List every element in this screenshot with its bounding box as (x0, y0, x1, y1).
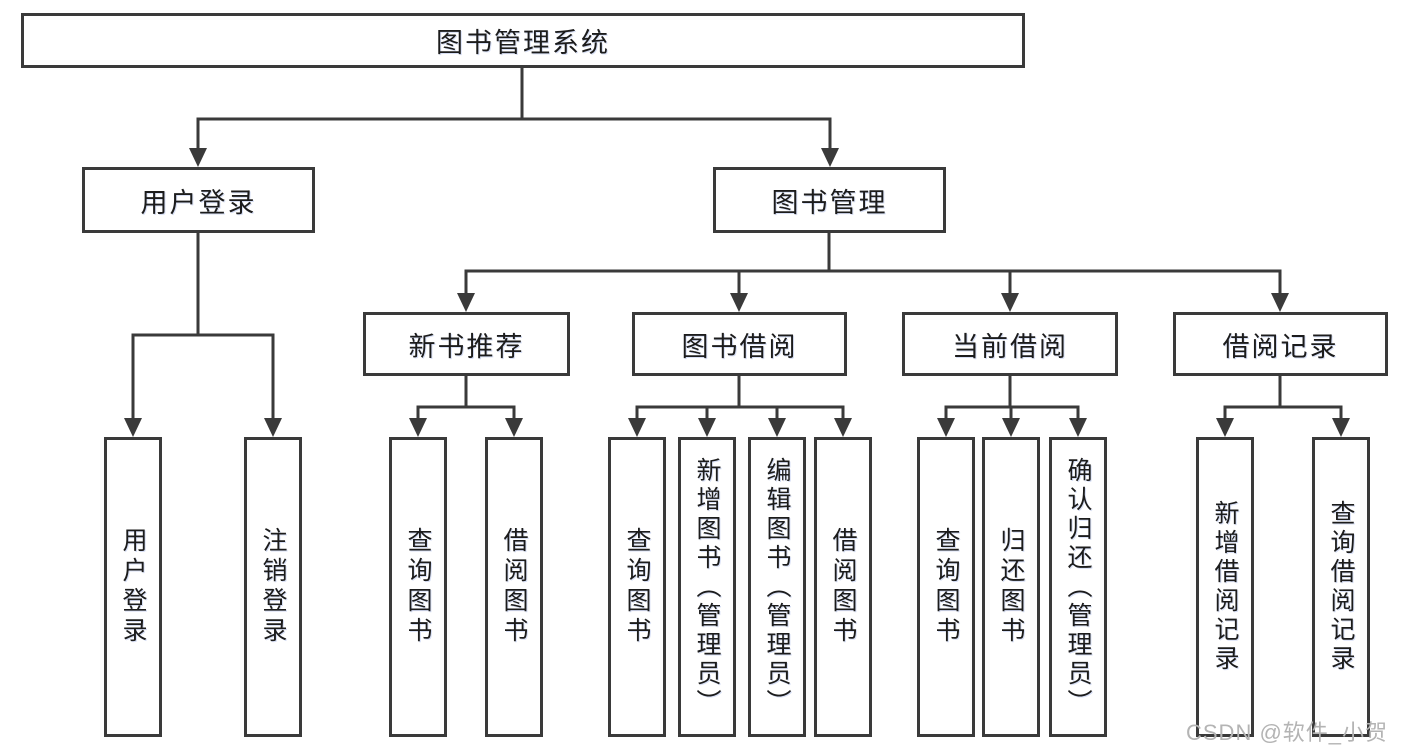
leaf-query-borrow-record: 查询借阅记录 (1312, 437, 1370, 737)
arrowhead (1271, 293, 1289, 312)
edges-book-management-to-level3 (457, 231, 1289, 312)
leaf-user-login: 用户登录 (104, 437, 162, 737)
leaf-edit-books-admin: 编辑图书（管理员） (748, 437, 806, 737)
arrowhead (189, 148, 207, 167)
arrowhead (821, 148, 839, 167)
arrowhead (768, 418, 786, 437)
arrowhead (1069, 418, 1087, 437)
edges-root-to-level2 (189, 65, 839, 167)
edges-borrowing-records-subtree (1216, 374, 1350, 437)
node-book-borrowing: 图书借阅 (632, 312, 847, 376)
arrowhead (457, 293, 475, 312)
arrowhead (628, 418, 646, 437)
node-user-login: 用户登录 (82, 167, 315, 233)
edges-book-borrowing-subtree (628, 374, 852, 437)
arrowhead (698, 418, 716, 437)
leaf-borrow-books: 借阅图书 (814, 437, 872, 737)
arrowhead (730, 293, 748, 312)
watermark: CSDN @软件_小贺同学 (1186, 720, 1389, 745)
leaf-query-books: 查询图书 (608, 437, 666, 737)
arrowhead (264, 418, 282, 437)
arrowhead (409, 418, 427, 437)
node-current-borrowing: 当前借阅 (902, 312, 1118, 376)
node-borrowing-records: 借阅记录 (1173, 312, 1388, 376)
edges-new-book-subtree (409, 374, 523, 437)
leaf-return-books: 归还图书 (982, 437, 1040, 737)
arrowhead (124, 418, 142, 437)
node-book-management-system: 图书管理系统 (21, 13, 1025, 68)
arrowhead (937, 418, 955, 437)
leaf-logout: 注销登录 (244, 437, 302, 737)
arrowhead (505, 418, 523, 437)
node-new-book-recommend: 新书推荐 (363, 312, 570, 376)
arrowhead (1332, 418, 1350, 437)
leaf-query-books: 查询图书 (917, 437, 975, 737)
edges-user-login-subtree (124, 231, 282, 437)
arrowhead (1001, 293, 1019, 312)
leaf-confirm-return-admin: 确认归还（管理员） (1049, 437, 1107, 737)
leaf-borrow-books: 借阅图书 (485, 437, 543, 737)
leaf-add-borrow-record: 新增借阅记录 (1196, 437, 1254, 737)
leaf-add-books-admin: 新增图书（管理员） (678, 437, 736, 737)
arrowhead (1002, 418, 1020, 437)
arrowhead (1216, 418, 1234, 437)
edges-current-borrowing-subtree (937, 374, 1087, 437)
node-book-management: 图书管理 (713, 167, 946, 233)
arrowhead (834, 418, 852, 437)
leaf-query-books: 查询图书 (389, 437, 447, 737)
